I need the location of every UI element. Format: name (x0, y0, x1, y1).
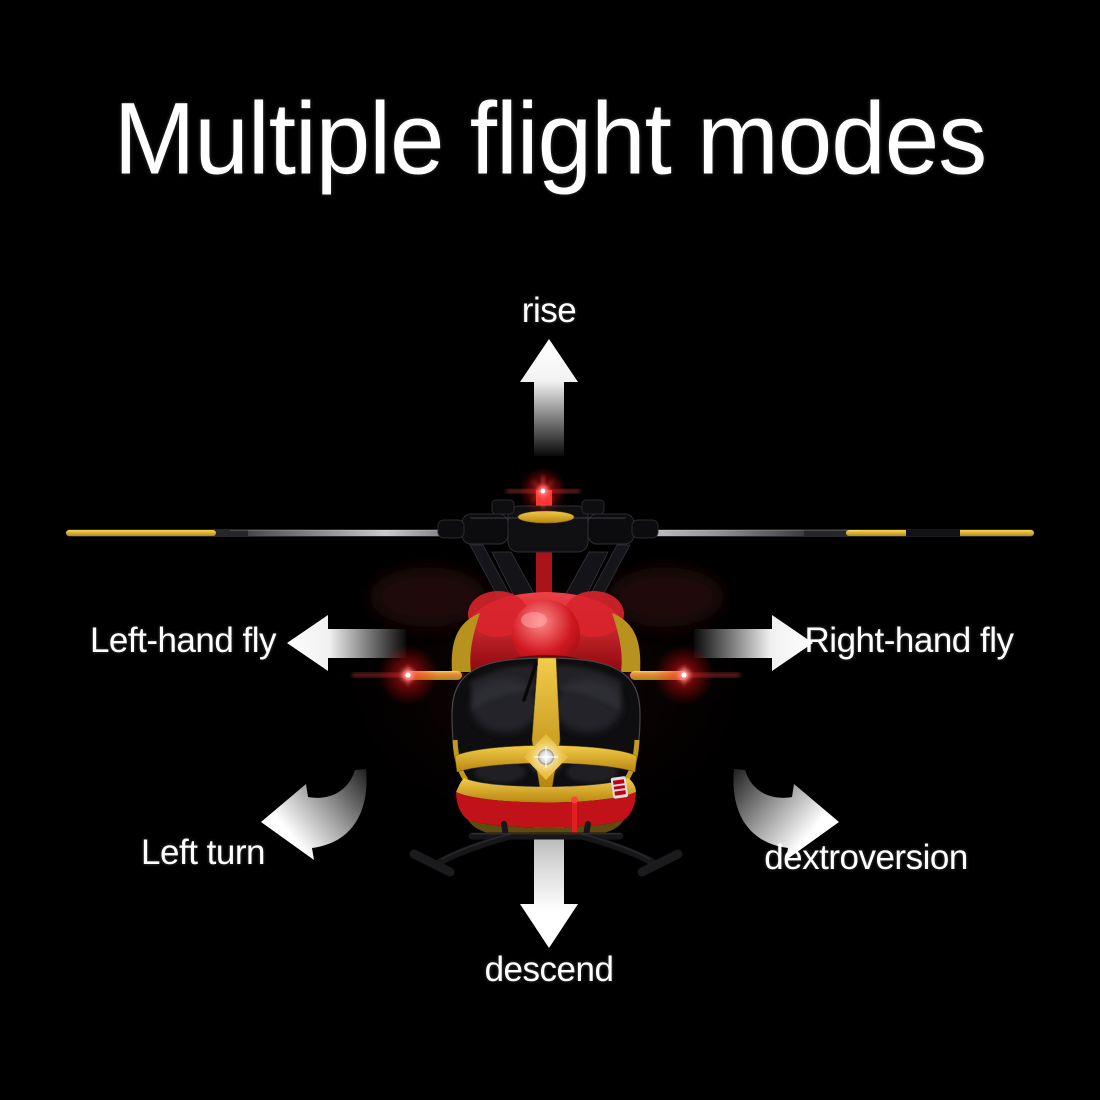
page-title: Multiple flight modes (113, 81, 987, 196)
mode-label-left-turn: Left turn (141, 833, 265, 872)
canopy (451, 657, 641, 789)
right-bar-light (628, 645, 740, 705)
emblem (610, 776, 629, 799)
mode-label-rise: rise (521, 291, 577, 330)
lower-fuselage (456, 776, 636, 838)
mode-label-right-hand-fly: Right-hand fly (804, 621, 1014, 660)
landing-light (532, 743, 560, 771)
antenna-pin (571, 796, 578, 838)
dextroversion-arrow-icon (733, 769, 839, 860)
right-arrow-icon (694, 615, 813, 671)
landing-skids (409, 821, 683, 877)
wiper (522, 662, 538, 702)
mode-label-dextroversion: dextroversion (764, 838, 968, 877)
mast-top-light (506, 467, 580, 515)
helicopter-image (66, 467, 1034, 877)
descend-arrow-icon (520, 820, 578, 948)
mode-label-left-hand-fly: Left-hand fly (89, 621, 277, 660)
left-arrow-icon (287, 615, 406, 671)
left-turn-arrow-icon (261, 769, 367, 860)
left-bar-light (352, 645, 464, 705)
mode-label-descend: descend (484, 950, 614, 989)
rise-arrow-icon (520, 339, 578, 456)
